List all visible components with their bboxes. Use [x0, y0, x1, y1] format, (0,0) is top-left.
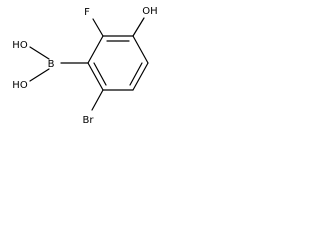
atom-label-fluorine: F: [84, 7, 90, 18]
atom-label-hydroxyl-bottom: HO: [12, 80, 28, 91]
atom-label-bromine: Br: [83, 115, 95, 126]
bond-boron-hydroxyl-bottom: [29, 68, 50, 82]
molecule-diagram: B HO HO F OH Br: [12, 6, 157, 126]
ring-bond-c1-c2: [87, 35, 104, 64]
atom-label-hydroxyl-ring: OH: [142, 6, 157, 17]
ring-double-bond-c4-c5: [129, 62, 143, 86]
bond-ring-hydroxyl: [132, 17, 145, 37]
ring-bond-c4-c5: [132, 62, 149, 91]
bond-ring-bromine: [91, 89, 104, 111]
ring-bond-c3-c4: [132, 35, 149, 64]
bond-boron-hydroxyl-top: [29, 46, 50, 60]
ring-bond-c6-c1: [87, 62, 104, 91]
benzene-ring: [87, 35, 149, 91]
bond-ring-fluorine: [92, 18, 104, 37]
atom-label-boron: B: [48, 59, 55, 70]
ring-double-bond-c6-c1: [93, 62, 107, 86]
structure-canvas: B HO HO F OH Br: [0, 0, 175, 155]
atom-label-hydroxyl-top: HO: [12, 40, 28, 51]
